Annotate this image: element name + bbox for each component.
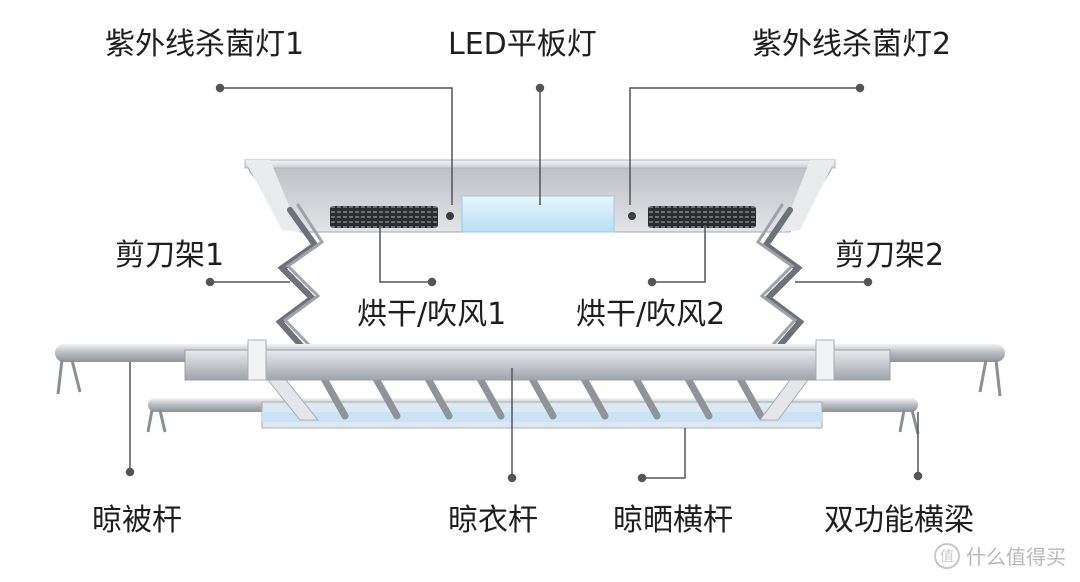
vent-right [648, 206, 756, 228]
label-scissor-1: 剪刀架1 [115, 238, 225, 273]
vent-left [330, 206, 438, 228]
scissor-arm-right [755, 203, 805, 353]
watermark: 值 什么值得买 [934, 541, 1066, 570]
label-clothes-rod: 晾衣杆 [448, 503, 538, 538]
label-uv-lamp-1: 紫外线杀菌灯1 [105, 27, 305, 62]
main-beam [184, 339, 891, 421]
label-beam: 双功能横梁 [824, 503, 974, 538]
label-led-panel: LED平板灯 [448, 27, 597, 62]
led-panel [461, 195, 615, 233]
scissor-arm-left [275, 203, 325, 353]
label-dryer-1: 烘干/吹风1 [357, 297, 507, 332]
watermark-text: 什么值得买 [966, 545, 1066, 569]
label-quilt-rod: 晾被杆 [92, 503, 182, 538]
leader-lines [125, 83, 923, 483]
label-scissor-2: 剪刀架2 [835, 238, 945, 273]
label-uv-lamp-2: 紫外线杀菌灯2 [752, 27, 952, 62]
label-dryer-2: 烘干/吹风2 [576, 297, 726, 332]
watermark-logo-icon: 值 [934, 542, 960, 569]
label-cross-rod: 晾晒横杆 [613, 503, 733, 538]
lower-beam [261, 401, 823, 429]
